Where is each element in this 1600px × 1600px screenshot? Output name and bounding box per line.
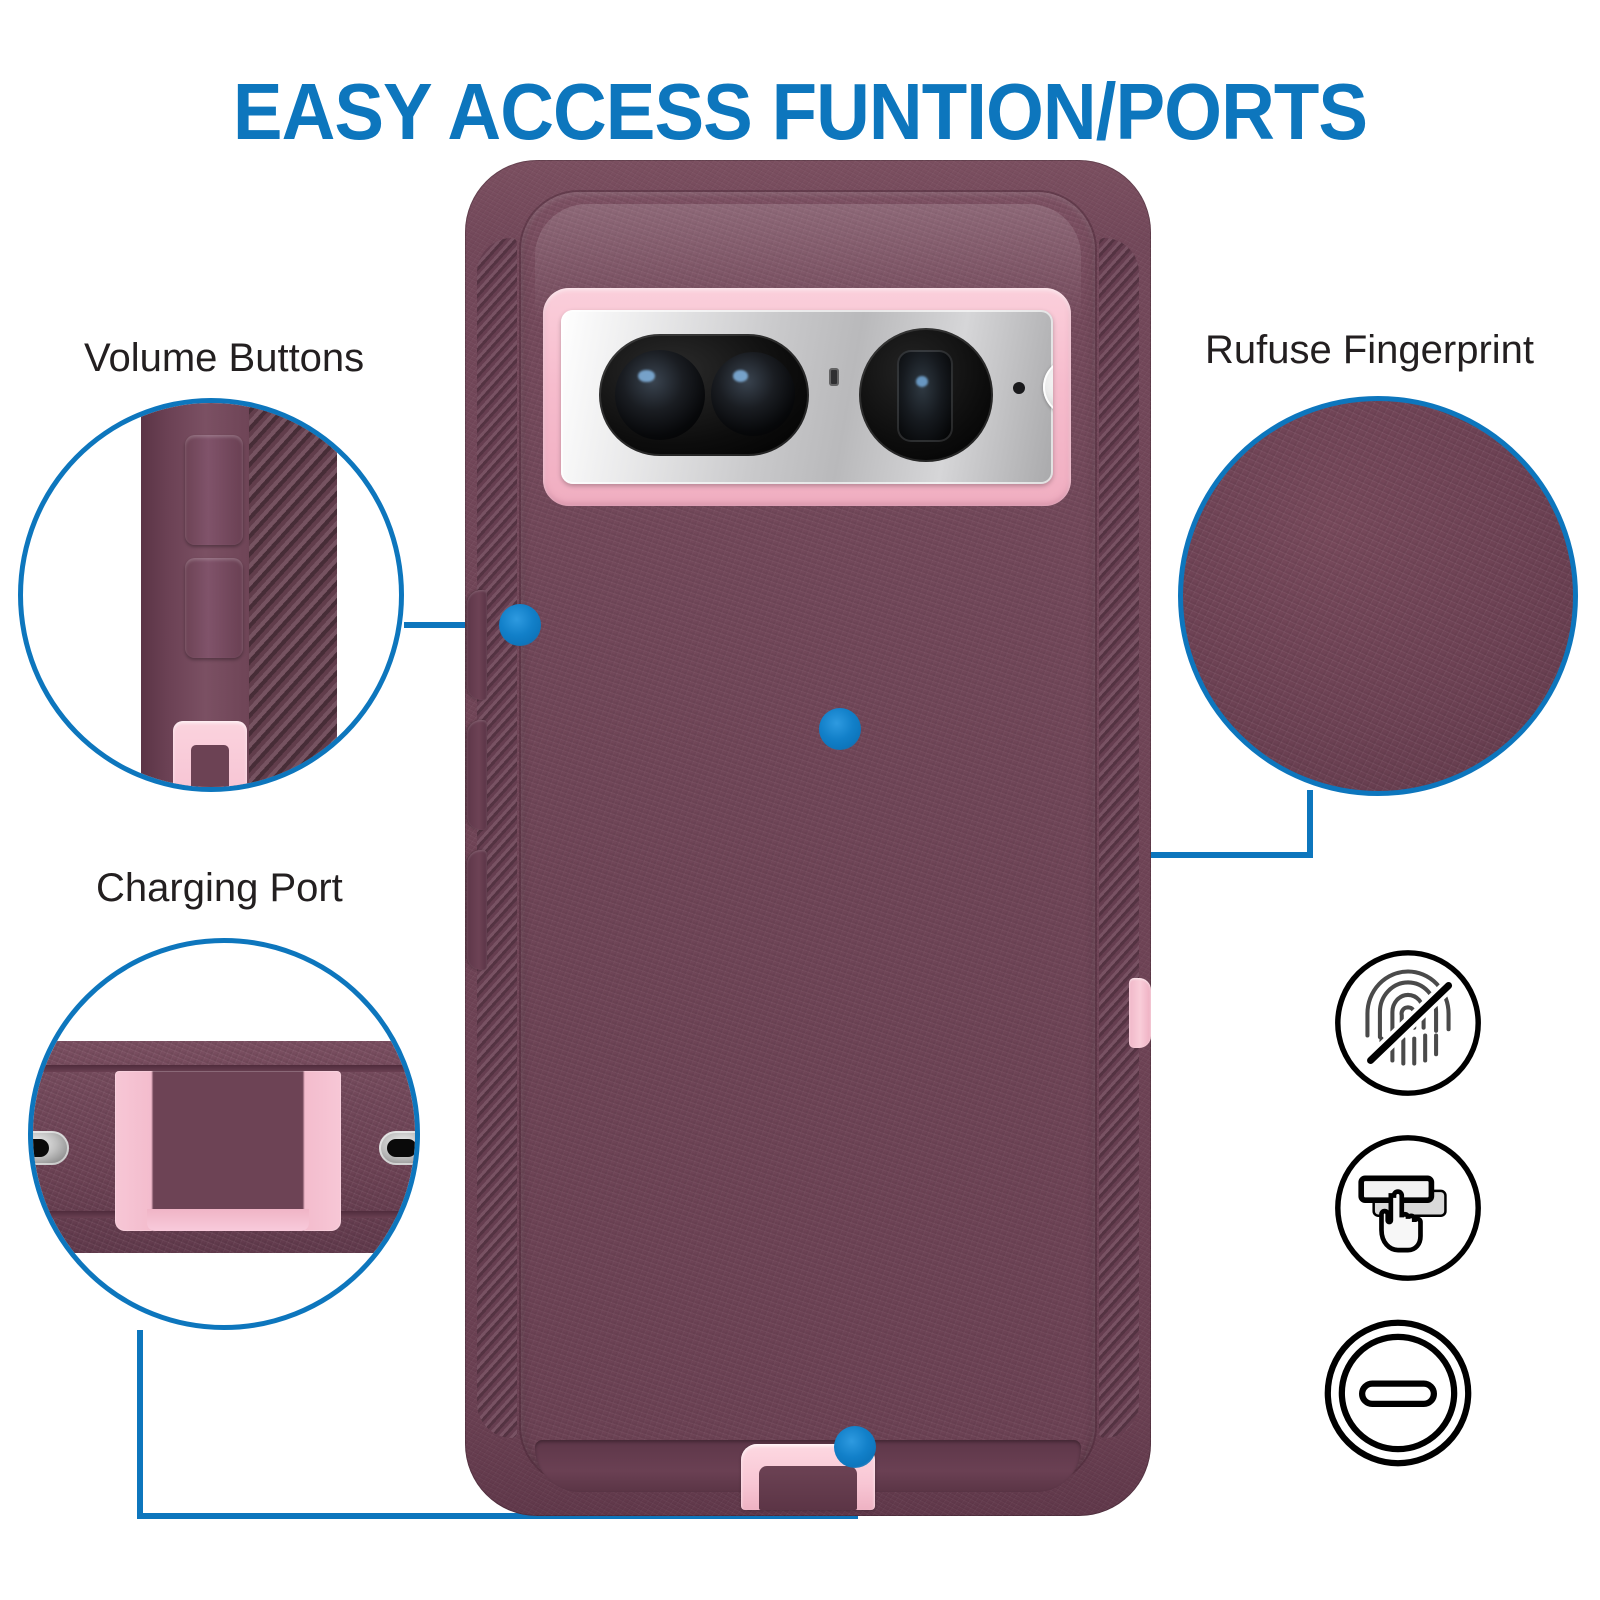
microphone-dot-icon xyxy=(1013,382,1025,394)
marker-dot-volume xyxy=(499,604,541,646)
case-edge-line-top xyxy=(33,1065,415,1072)
marker-dot-surface xyxy=(819,708,861,750)
phone-case-product xyxy=(455,160,1155,1520)
marker-dot-charging xyxy=(834,1426,876,1468)
magnifier-case-surface xyxy=(1178,396,1578,796)
volume-down-button-detail xyxy=(185,558,243,658)
camera-lens-wide xyxy=(615,350,705,440)
sensor-icon xyxy=(829,368,839,386)
magnifier-volume-buttons xyxy=(18,398,404,792)
volume-down-button-cover[interactable] xyxy=(467,720,487,830)
volume-up-button-detail xyxy=(185,435,243,545)
magnifier-charging-port xyxy=(28,938,420,1330)
dual-lens-pill xyxy=(599,334,809,456)
case-edge-hatch-texture xyxy=(249,403,337,787)
speaker-grille-right xyxy=(379,1131,415,1165)
speaker-grille-left xyxy=(33,1131,69,1165)
telephoto-barrel xyxy=(897,350,953,442)
power-button-cover[interactable] xyxy=(467,850,487,970)
side-pink-tab xyxy=(1129,978,1151,1048)
callout-label-rufuse-fingerprint: Rufuse Fingerprint xyxy=(1205,328,1535,372)
finger-press-card-icon xyxy=(1335,1135,1481,1281)
case-outer-shell xyxy=(465,160,1151,1516)
port-cover-icon xyxy=(1324,1319,1472,1467)
callout-label-charging-port: Charging Port xyxy=(96,866,343,910)
volume-up-button-cover[interactable] xyxy=(467,590,487,700)
camera-lens-telephoto xyxy=(859,328,993,462)
led-flash-icon xyxy=(1043,358,1053,416)
case-side-rail-right xyxy=(1099,238,1139,1438)
charging-port-cover-detail xyxy=(115,1071,341,1231)
page-title: EASY ACCESS FUNTION/PORTS xyxy=(232,67,1368,156)
callout-label-volume-buttons: Volume Buttons xyxy=(84,336,365,380)
fingerprint-slash-icon xyxy=(1335,950,1481,1096)
camera-bar-frame xyxy=(543,288,1071,506)
pink-port-accent-detail xyxy=(173,721,247,787)
camera-lens-ultrawide xyxy=(711,352,795,436)
camera-visor xyxy=(561,310,1053,484)
case-side-rail-left xyxy=(477,238,517,1438)
